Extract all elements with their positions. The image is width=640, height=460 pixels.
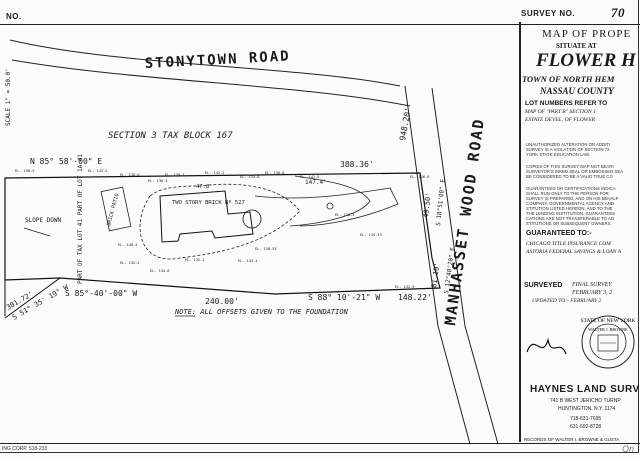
seal-text-name: WALTER J. BROWNE	[588, 327, 628, 332]
house-dimension: 47.8'	[196, 184, 213, 190]
road-line-east-1	[404, 85, 471, 444]
east-distance-1: 49.50'	[422, 192, 433, 218]
tax-lot-label: PART OF TAX LOT 41 PART OF LOT 1A 41	[77, 154, 84, 284]
road-line-north-2	[11, 59, 411, 107]
elevation-17: EL. 134.33	[360, 233, 382, 237]
header-rule	[0, 24, 640, 25]
seal-outer-ring	[581, 315, 635, 369]
elevation-12: EL. 143.4	[238, 259, 257, 263]
header-survey-label: SURVEY NO.	[521, 9, 576, 18]
seal-inner-ring	[589, 323, 627, 361]
elevation-11: EL. 138.55	[255, 247, 277, 251]
grading-contour	[139, 183, 301, 260]
surveyed-value-1: FINAL SURVEY	[572, 282, 612, 288]
elevation-5: EL. 139.2	[165, 173, 184, 177]
house-label: TWO STORY BRICK Nº 527	[172, 199, 245, 206]
title-town: TOWN OF NORTH HEM	[522, 74, 615, 84]
updated-line: UPDATED TO:- FEBRUARY 2	[532, 298, 602, 304]
patio-label: BRICK PATIO	[106, 193, 120, 227]
east-distance-2: 81.10'	[430, 262, 441, 288]
south-bearing-1: S 85°-40'-00" W	[65, 289, 137, 298]
driveway	[254, 187, 399, 227]
road-line-north-1	[9, 39, 401, 87]
lot-boundary	[4, 172, 441, 295]
header-survey-number: 70	[611, 5, 625, 20]
sw-boundary	[4, 277, 61, 319]
guarantee-1: CHICAGO TITLE INSURANCE COM	[526, 241, 611, 247]
elevation-16: EL. 138.3	[335, 213, 354, 217]
company-address-2: HUNTINGTON, N.Y. 1174	[558, 406, 616, 412]
fine-print-2: COPIES OF THIS SURVEY MAP NOT BEARI SURV…	[526, 164, 624, 179]
elevation-10: EL. 140.4	[118, 243, 137, 247]
elevation-18: EL. 136.6	[410, 175, 429, 179]
title-map-of: MAP OF PROPE	[542, 28, 632, 40]
elevation-4: EL. 136.3	[148, 179, 167, 183]
road-name-north: STONYTOWN ROAD	[144, 48, 291, 72]
seal-text-state: STATE OF NEW YORK	[580, 318, 635, 324]
section-label: SECTION 3 TAX BLOCK 167	[108, 131, 233, 141]
elevation-8: EL. 136.0	[265, 171, 284, 175]
title-county: NASSAU COUNTY	[540, 86, 614, 96]
house-turret	[242, 209, 262, 229]
elevation-14: EL. 132.2	[185, 258, 204, 262]
title-place: FLOWER H	[536, 50, 636, 71]
seal-emblem-icon	[597, 334, 619, 352]
guaranteed-label: GUARANTEED TO:-	[526, 230, 592, 237]
slope-arrow-icon	[23, 227, 51, 237]
fine-print-3: GUARANTEES OR CERTIFICATIONS INDICA SHAL…	[526, 186, 619, 226]
company-address-1: 741 B WEST JERICHO TURNP	[550, 398, 621, 404]
panel-divider	[519, 22, 521, 442]
driveway-label: 147.4'	[305, 179, 327, 186]
company-phone-1: 718-631-7695	[570, 416, 602, 422]
driveway-loop	[289, 175, 371, 227]
house-footprint	[159, 190, 254, 243]
elevation-2: EL. 142.2	[88, 169, 107, 173]
elevation-labels: EL. 150.5 EL. 142.2 EL. 138.0 EL. 136.3 …	[15, 169, 429, 289]
lot-note-3: ESTATE DEVEL. OF FLOWER	[525, 117, 595, 123]
north-distance: 388.36'	[340, 160, 374, 169]
slope-label: SLOPE DOWN	[25, 217, 62, 224]
surveyed-value-2: FEBRUARY 3, 2	[572, 290, 613, 296]
north-bearing: N 85° 58'·00" E	[30, 157, 102, 166]
signature-icon	[526, 337, 567, 355]
footer-left: ING CORP. 518-233	[2, 446, 48, 452]
south-distance-2: 148.22'	[398, 293, 432, 302]
company-phone-2: 631-692-8728	[570, 424, 602, 430]
title-situate: SITUATE AT	[556, 42, 597, 50]
elevation-6: EL. 142.2	[205, 171, 224, 175]
elevation-3: EL. 138.0	[120, 173, 139, 177]
patio-outline	[100, 186, 132, 232]
south-bearing-2: S 88° 10'-21" W	[308, 293, 380, 302]
plat-drawing: SCALE 1" = 50.0' STONYTOWN ROAD MANHASSE…	[4, 39, 499, 444]
footer-right: On	[622, 444, 635, 454]
header-no-label: NO.	[6, 12, 22, 21]
drain-icon	[326, 202, 334, 210]
south-distance-1: 240.00'	[205, 297, 239, 306]
lot-note-2: MAP OF "PART B" SECTION 1	[525, 109, 596, 115]
left-edge-text: SCALE 1" = 50.0'	[5, 68, 12, 126]
records-line: RECORDS OF WALTER I. BROWNE & GUSTA	[524, 437, 620, 442]
surveyed-label: SURVEYED	[524, 282, 563, 289]
company-name: HAYNES LAND SURV	[530, 384, 640, 395]
elevation-15: EL. 134.0	[150, 269, 169, 273]
elevation-13: EL. 135.5	[120, 261, 139, 265]
elevation-7: EL. 133.8	[240, 175, 259, 179]
elevation-1: EL. 150.5	[15, 169, 34, 173]
footer-rule	[0, 443, 640, 444]
lot-note-1: LOT NUMBERS REFER TO	[525, 100, 608, 107]
fine-print-1: UNAUTHORIZED ALTERATION OR ADDITI SURVEY…	[526, 142, 611, 157]
foundation-note: NOTE: ALL OFFSETS GIVEN TO THE FOUNDATIO…	[174, 308, 349, 316]
guarantee-2: ASTORIA FEDERAL SAVINGS & LOAN A	[526, 249, 622, 255]
road-line-east-2	[431, 87, 499, 444]
elevation-19: EL. 132.9	[395, 285, 414, 289]
east-bearing-1: S 18°51'00" E	[435, 178, 447, 226]
road-name-east: MANHASSET WOOD ROAD	[441, 116, 488, 326]
elevation-9: EL. 141.5	[300, 175, 319, 179]
seal-and-signature: STATE OF NEW YORK WALTER J. BROWNE	[526, 315, 636, 369]
